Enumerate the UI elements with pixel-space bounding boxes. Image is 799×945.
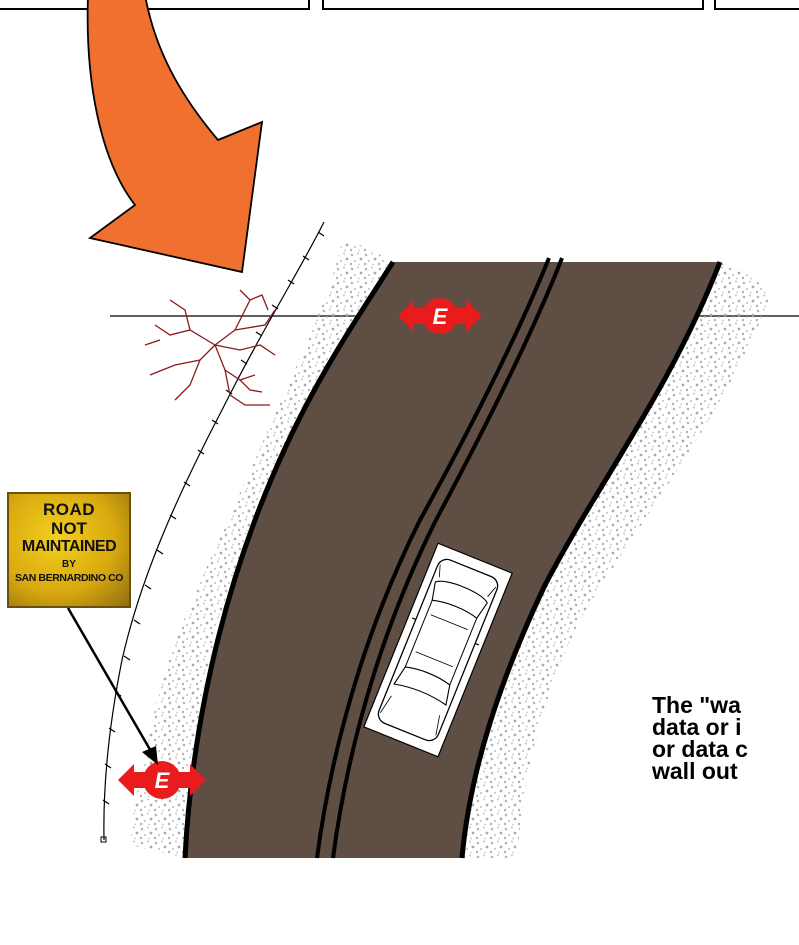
- curved-arrow-icon: [88, 0, 262, 272]
- endpoint-marker-top: E: [398, 298, 482, 334]
- endpoint-label: E: [155, 768, 171, 793]
- caption-text: The "wa data or i or data c wall out: [652, 694, 799, 782]
- caption-line-2: data or i: [652, 716, 799, 738]
- caption-line-1: The "wa: [652, 694, 799, 716]
- sign-text-county: SAN BERNARDINO CO: [7, 572, 131, 584]
- sign-text-road: ROAD: [7, 500, 131, 520]
- caption-line-4: wall out: [652, 760, 799, 782]
- sign-text-by: BY: [7, 559, 131, 570]
- road-sign-image: ROAD NOT MAINTAINED BY SAN BERNARDINO CO: [7, 492, 131, 608]
- endpoint-label: E: [433, 304, 449, 329]
- sign-text-maintained: MAINTAINED: [7, 538, 131, 556]
- sign-text-not: NOT: [7, 519, 131, 539]
- caption-line-3: or data c: [652, 738, 799, 760]
